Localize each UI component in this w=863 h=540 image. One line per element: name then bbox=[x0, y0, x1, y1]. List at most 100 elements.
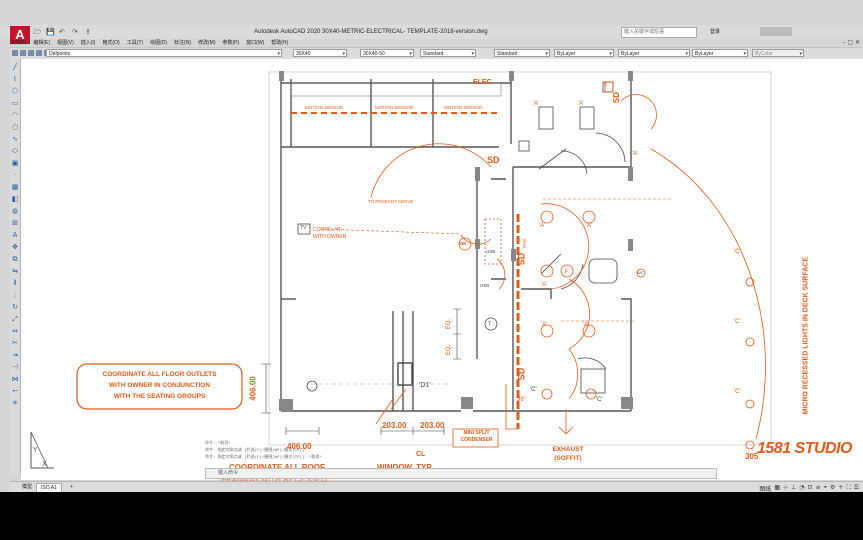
polar-icon[interactable]: ◔ bbox=[799, 484, 805, 491]
tablestyle-dropdown[interactable]: Standard bbox=[494, 49, 550, 57]
dim-305: 305 bbox=[745, 452, 759, 461]
explode-icon[interactable]: ✳ bbox=[12, 399, 18, 407]
menu-window[interactable]: 窗口(W) bbox=[246, 40, 265, 46]
mtext-icon[interactable]: A bbox=[12, 231, 18, 239]
menu-modify[interactable]: 修改(M) bbox=[198, 40, 216, 46]
mirror-icon[interactable]: ⇋ bbox=[12, 267, 18, 275]
tab-add-layout[interactable]: + bbox=[70, 484, 73, 490]
floor-outlets-line-1: COORDINATE ALL FLOOR OUTLETS bbox=[102, 371, 217, 378]
menu-tools[interactable]: 工具(T) bbox=[126, 40, 144, 46]
circle-icon[interactable]: ○ bbox=[11, 123, 19, 131]
fillet-icon[interactable]: ⌐ bbox=[12, 387, 18, 395]
spline-icon[interactable]: ∿ bbox=[12, 135, 18, 143]
extend-icon[interactable]: ⇥ bbox=[12, 351, 18, 359]
break-icon[interactable]: ⊣ bbox=[11, 363, 19, 371]
menu-draw[interactable]: 绘图(D) bbox=[150, 40, 168, 46]
scale-icon[interactable]: ⤢ bbox=[12, 315, 18, 323]
fixture-c-2: 'C' bbox=[596, 397, 603, 403]
menu-dimension[interactable]: 标注(N) bbox=[174, 40, 191, 46]
drawing-canvas[interactable]: ELEC MOTION SENSOR MOTION SENSOR MOTION … bbox=[21, 59, 863, 484]
grid-icon[interactable]: ▦ bbox=[774, 484, 781, 491]
command-history-line: 命令: 指定对角点或 [栏选(F)/圈围(WP)/圈交(CP)]: *取消* bbox=[205, 456, 322, 460]
move-icon[interactable]: ✥ bbox=[12, 243, 18, 251]
layer-icon[interactable] bbox=[12, 50, 18, 56]
motion-sensor-label-3: MOTION SENSOR bbox=[444, 105, 483, 110]
snap-icon[interactable]: ⊹ bbox=[783, 484, 789, 491]
menu-format[interactable]: 格式(O) bbox=[102, 40, 120, 46]
workspace-gear-icon[interactable]: ⚙ bbox=[829, 484, 836, 491]
customize-icon[interactable]: ☰ bbox=[853, 484, 859, 491]
mini-split-line-2: CONDENSER bbox=[460, 437, 493, 443]
join-icon[interactable]: ⋈ bbox=[11, 375, 19, 383]
window-title: Autodesk AutoCAD 2020 30X40-METRIC-ELECT… bbox=[254, 29, 488, 35]
linetype-dropdown[interactable]: ByLayer bbox=[618, 49, 690, 57]
undo-icon[interactable]: ↶ bbox=[59, 28, 65, 36]
menu-edit[interactable]: 编辑(E) bbox=[33, 40, 51, 46]
array-icon[interactable]: ⋮ bbox=[11, 291, 19, 299]
tab-iso-a1[interactable]: ISO A1 bbox=[36, 483, 62, 492]
command-input[interactable]: 键入命令 bbox=[205, 468, 717, 479]
open-icon[interactable]: 🗁 bbox=[33, 28, 42, 36]
ucs-icon: Y X bbox=[30, 431, 54, 469]
menu-view[interactable]: 视图(V) bbox=[57, 40, 74, 46]
menu-file[interactable]: 文件(F) bbox=[10, 40, 27, 46]
switch-sd-4: SD bbox=[516, 367, 527, 381]
fixture-c-3: 'C' bbox=[734, 249, 741, 255]
point-icon[interactable]: · bbox=[13, 171, 17, 179]
trim-icon[interactable]: ✂ bbox=[12, 339, 18, 347]
annotation-icon[interactable]: ⌖ bbox=[823, 484, 827, 491]
gradient-icon[interactable]: ◧ bbox=[11, 195, 19, 203]
annotation-scale-dropdown[interactable]: 30X40 bbox=[293, 49, 347, 57]
window-controls[interactable]: – ▢ ✕ bbox=[842, 39, 860, 46]
ellipse-icon[interactable]: ⬭ bbox=[12, 147, 18, 155]
ortho-icon[interactable]: ⊥ bbox=[791, 484, 797, 491]
line-icon[interactable]: ╱ bbox=[12, 63, 18, 71]
arc-icon[interactable]: ◠ bbox=[11, 111, 19, 119]
share-icon[interactable]: ⇪ bbox=[85, 28, 91, 36]
exhaust-line-2: (SOFFIT) bbox=[554, 455, 582, 462]
rectangle-icon[interactable]: ▭ bbox=[11, 99, 19, 107]
motion-sensor-label-2: MOTION SENSOR bbox=[375, 105, 414, 110]
fixture-c-1: 'C' bbox=[530, 387, 537, 393]
search-input[interactable]: 键入关键字或短语 bbox=[621, 27, 697, 38]
lightbulb-icon[interactable] bbox=[28, 50, 34, 56]
polyline-icon[interactable]: ⌇ bbox=[13, 75, 17, 83]
insert-block-icon[interactable]: ▣ bbox=[11, 159, 19, 167]
osnap-icon[interactable]: ⊡ bbox=[807, 484, 813, 491]
offset-icon[interactable]: ⫴ bbox=[13, 279, 17, 287]
menu-parametric[interactable]: 参数(P) bbox=[222, 40, 240, 46]
fixture-a-4: 'A' bbox=[539, 223, 546, 229]
layer-state-icon[interactable] bbox=[20, 50, 26, 56]
dimstyle-dropdown[interactable]: 30X40-50 bbox=[360, 49, 414, 57]
command-history: 命令: *取消* 命令: 指定对角点或 [栏选(F)/圈围(WP)/圈交(CP)… bbox=[205, 441, 715, 462]
rotate-icon[interactable]: ↻ bbox=[12, 303, 18, 311]
command-line: 命令: *取消* 命令: 指定对角点或 [栏选(F)/圈围(WP)/圈交(CP)… bbox=[205, 441, 717, 480]
textstyle-dropdown[interactable]: Standard bbox=[420, 49, 476, 57]
sign-in-link[interactable]: 登录 bbox=[710, 29, 721, 35]
plus-icon[interactable]: + bbox=[838, 484, 844, 491]
wall-fills bbox=[279, 71, 633, 411]
fixture-a-3: 'A' bbox=[632, 151, 639, 157]
sun-icon[interactable] bbox=[36, 50, 42, 56]
redo-icon[interactable]: ↷ bbox=[72, 28, 78, 36]
autocad-logo[interactable]: A bbox=[10, 26, 30, 44]
hatch-icon[interactable]: ▦ bbox=[11, 183, 19, 191]
stretch-icon[interactable]: ⇔ bbox=[12, 327, 18, 335]
plotstyle-dropdown[interactable]: ByColor bbox=[752, 49, 804, 57]
menu-insert[interactable]: 插入(I) bbox=[80, 40, 96, 46]
mini-split-note: MINI SPLIT CONDENSER bbox=[454, 430, 499, 444]
table-icon[interactable]: ⊞ bbox=[12, 219, 18, 227]
color-dropdown[interactable]: ByLayer bbox=[554, 49, 614, 57]
lineweight-icon[interactable]: ≡ bbox=[815, 484, 821, 491]
region-icon[interactable]: ◍ bbox=[11, 207, 19, 215]
tab-model[interactable]: 模型 bbox=[22, 484, 33, 490]
copy-icon[interactable]: ⧉ bbox=[12, 255, 18, 263]
layer-dropdown[interactable]: Defpoints bbox=[46, 49, 282, 57]
fullscreen-icon[interactable]: ⛶ bbox=[846, 484, 851, 491]
lineweight-dropdown[interactable]: ByLayer bbox=[692, 49, 748, 57]
save-icon[interactable]: 💾 bbox=[46, 28, 55, 36]
paper-space-label[interactable]: 图纸 bbox=[759, 486, 772, 492]
user-box[interactable] bbox=[760, 27, 792, 36]
menu-help[interactable]: 帮助(H) bbox=[271, 40, 289, 46]
polygon-icon[interactable]: ⬠ bbox=[11, 87, 19, 95]
